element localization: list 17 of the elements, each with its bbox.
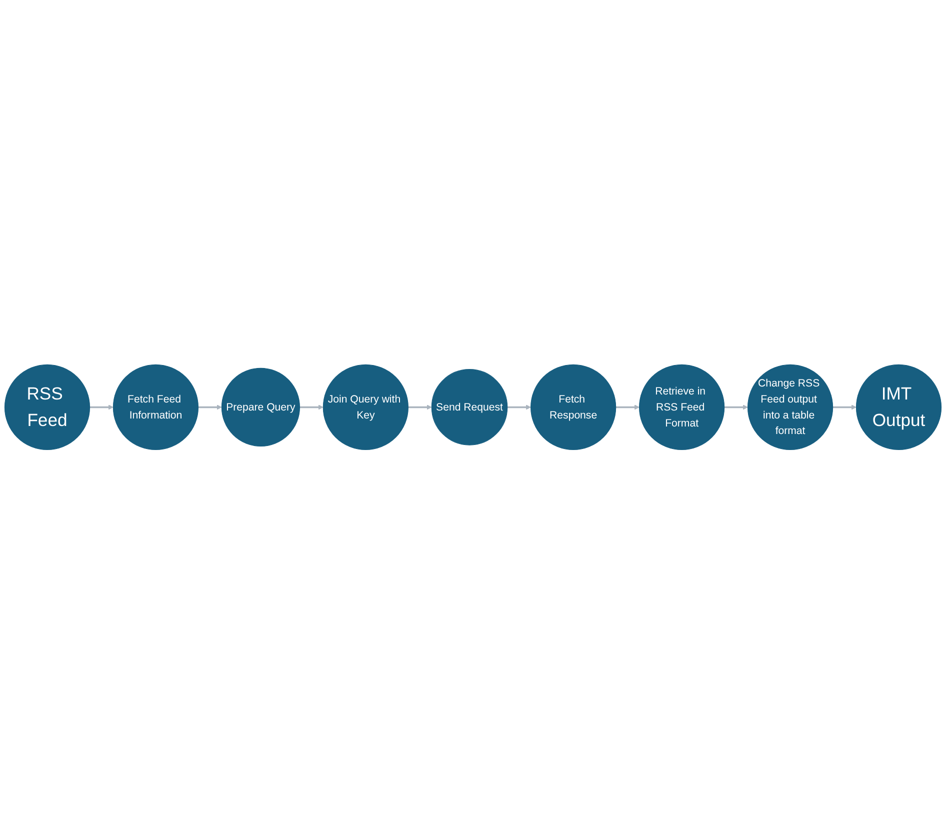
- arrow: [832, 404, 856, 410]
- arrow: [198, 404, 222, 410]
- node-circle: Change RSS Feed output into a table format: [747, 364, 834, 450]
- arrow: [408, 404, 432, 410]
- node-circle: Join Query with Key: [322, 364, 408, 450]
- node-circle: IMT Output: [856, 364, 942, 450]
- node-circle: Send Request: [431, 368, 508, 446]
- arrow: [90, 404, 114, 410]
- node-circle: RSS Feed: [4, 364, 90, 450]
- node-circle: Fetch Response: [530, 364, 616, 450]
- arrow: [616, 404, 640, 410]
- node-circle: Prepare Query: [221, 368, 300, 446]
- arrow: [300, 404, 324, 410]
- node-circle: Retrieve in RSS Feed Format: [639, 364, 725, 450]
- node-circle: Fetch Feed Information: [112, 364, 199, 450]
- arrow: [507, 404, 532, 410]
- arrow: [724, 404, 748, 410]
